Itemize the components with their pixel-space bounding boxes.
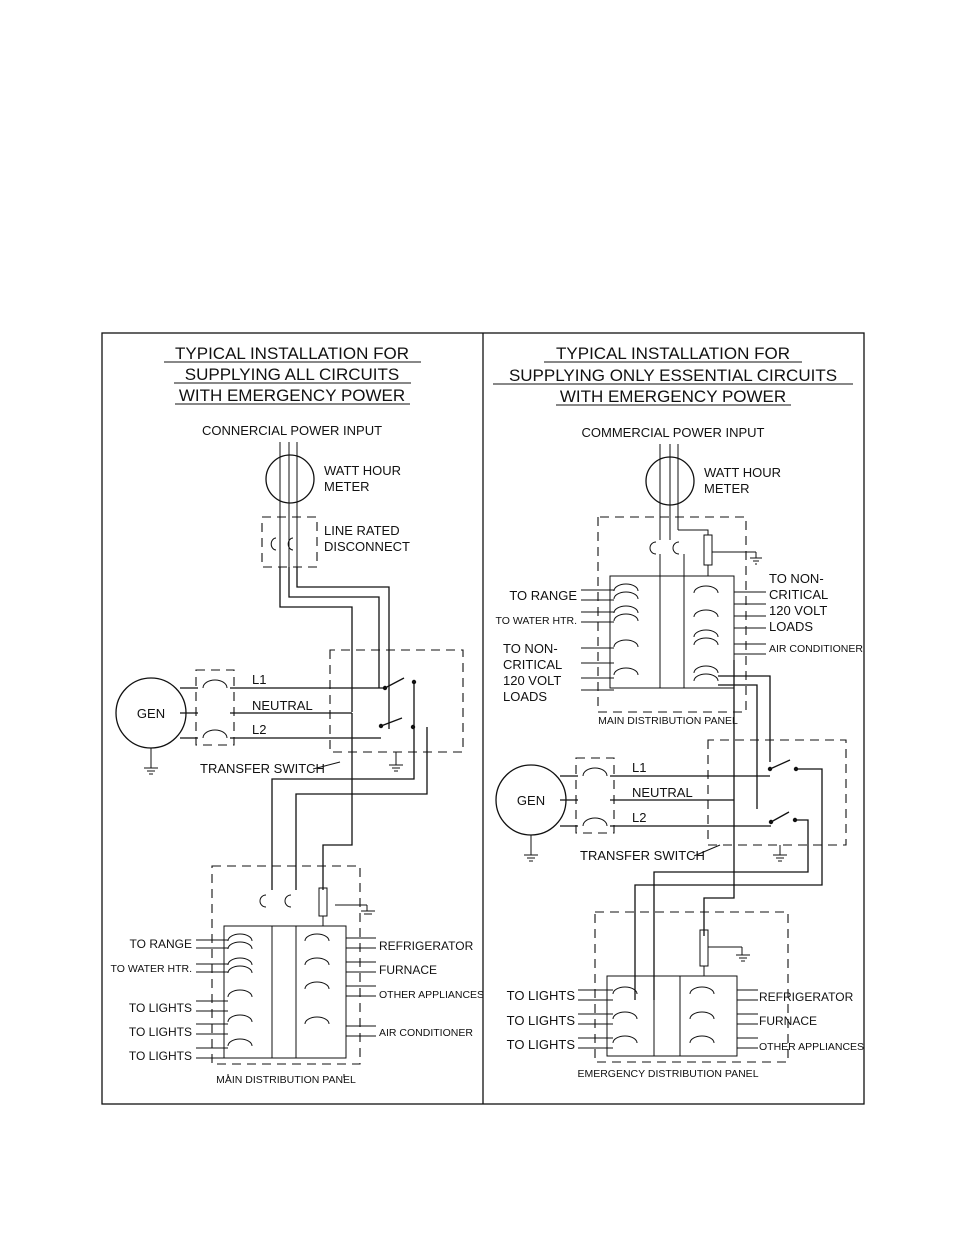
right-title-line-3: WITH EMERGENCY POWER [560,387,786,406]
right-non-critical-right-1: TO NON- [769,571,824,586]
right-non-critical-right-3: 120 VOLT [769,603,827,618]
left-panel-label-lights-2: TO LIGHTS [129,1025,192,1039]
right-emer-label-lights-2: TO LIGHTS [507,1013,576,1028]
right-power-input: COMMERCIAL POWER INPUT [582,425,765,440]
right-l2-label: L2 [632,810,646,825]
right-main-label-air-conditioner: AIR CONDITIONER [769,643,863,655]
right-emer-label-other-appliances: OTHER APPLIANCES [759,1041,864,1053]
left-title-line-3: WITH EMERGENCY POWER [179,386,405,405]
left-panel-caption: MAIN DISTRIBUTION PANEL [216,1074,356,1086]
left-panel-label-lights-1: TO LIGHTS [129,1001,192,1015]
right-emer-label-refrigerator: REFRIGERATOR [759,990,854,1004]
right-emer-label-furnace: FURNACE [759,1014,817,1028]
right-main-label-water-htr: TO WATER HTR. [496,615,577,627]
left-panel-inner [223,925,347,1059]
right-main-panel-inner [609,575,735,689]
right-watt-hour-meter [645,456,695,506]
left-generator-breaker [195,669,235,746]
left-main-panel-box [211,865,361,1065]
right-meter-label-1: WATT HOUR [704,465,781,480]
right-l1-label: L1 [632,760,646,775]
left-panel-label-water-htr: TO WATER HTR. [111,963,192,975]
right-emer-panel-caption: EMERGENCY DISTRIBUTION PANEL [577,1068,758,1080]
left-l1-label: L1 [252,672,266,687]
left-disconnect-label-2: DISCONNECT [324,539,410,554]
right-main-panel-caption: MAIN DISTRIBUTION PANEL [598,715,738,727]
right-non-critical-left-3: 120 VOLT [503,673,561,688]
left-panel-label-refrigerator: REFRIGERATOR [379,939,474,953]
right-title-line-1: TYPICAL INSTALLATION FOR [556,344,790,363]
left-power-input: CONNERCIAL POWER INPUT [202,423,382,438]
right-non-critical-left-4: LOADS [503,689,547,704]
left-neutral-label: NEUTRAL [252,698,313,713]
left-meter-label-1: WATT HOUR [324,463,401,478]
left-panel-label-furnace: FURNACE [379,963,437,977]
left-l2-label: L2 [252,722,266,737]
right-title-line-2: SUPPLYING ONLY ESSENTIAL CIRCUITS [509,366,837,385]
right-non-critical-right-2: CRITICAL [769,587,828,602]
right-emer-label-lights-1: TO LIGHTS [507,988,576,1003]
right-generator-breaker [575,757,615,834]
right-transfer-switch-label: TRANSFER SWITCH [580,848,705,863]
left-watt-hour-meter [265,454,315,504]
right-non-critical-left-1: TO NON- [503,641,558,656]
left-title-line-2: SUPPLYING ALL CIRCUITS [185,365,399,384]
left-line-rated-disconnect [261,516,318,568]
left-transfer-switch-label: TRANSFER SWITCH [200,761,325,776]
right-non-critical-left-2: CRITICAL [503,657,562,672]
right-meter-label-2: METER [704,481,750,496]
left-meter-label-2: METER [324,479,370,494]
left-disconnect-label-1: LINE RATED [324,523,400,538]
right-main-panel-box [597,516,747,713]
left-diagram: TYPICAL INSTALLATION FOR SUPPLYING ALL C… [111,344,485,1086]
right-main-label-range: TO RANGE [509,588,577,603]
right-non-critical-right-4: LOADS [769,619,813,634]
right-emer-label-lights-3: TO LIGHTS [507,1037,576,1052]
left-panel-label-lights-3: TO LIGHTS [129,1049,192,1063]
right-gen-label: GEN [517,793,545,808]
left-panel-label-air-conditioner: AIR CONDITIONER [379,1027,473,1039]
right-transfer-switch-box [707,739,847,846]
left-transfer-switch-box [329,649,464,753]
left-gen-label: GEN [137,706,165,721]
right-neutral-label: NEUTRAL [632,785,693,800]
left-panel-label-range: TO RANGE [130,937,192,951]
left-title-line-1: TYPICAL INSTALLATION FOR [175,344,409,363]
right-emergency-panel-box [594,911,789,1063]
left-panel-label-other-appliances: OTHER APPLIANCES [379,989,484,1001]
right-emergency-panel-inner [606,975,738,1057]
right-diagram: TYPICAL INSTALLATION FOR SUPPLYING ONLY … [493,344,864,1080]
